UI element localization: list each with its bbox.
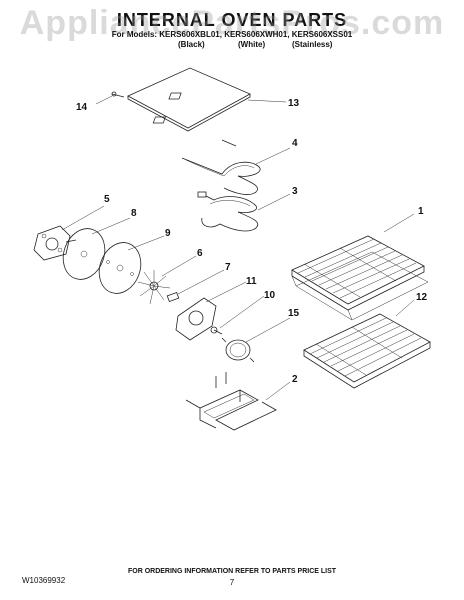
callout-2: 2 [292,374,298,385]
ordering-note: FOR ORDERING INFORMATION REFER TO PARTS … [127,568,337,575]
screw-part-10 [210,326,223,335]
baffle-part [175,297,217,341]
callout-3: 3 [292,186,298,197]
broil-element-part [181,139,261,195]
callout-8: 8 [131,208,137,219]
fan-nut-part [166,291,180,303]
gasket-part [98,242,142,294]
callout-9: 9 [165,228,171,239]
bottom-panel-part [127,67,251,132]
hidden-bake-element-part [185,372,277,431]
motor-plate-part [62,228,106,280]
page-number: 7 [229,578,235,587]
model-color-stainless: (Stainless) [292,40,333,49]
callout-4: 4 [292,138,298,149]
callout-10: 10 [264,290,276,301]
callout-labels: 14 13 4 3 5 8 9 6 7 11 10 15 1 12 2 [76,98,428,385]
callout-6: 6 [197,248,203,259]
bake-element-part [197,191,259,232]
callout-13: 13 [288,98,300,109]
convection-motor-part [33,225,77,261]
screw-part [111,91,125,98]
oven-rack-lower-part [303,313,431,389]
watermark-text: AppliancePartsPros.com [19,4,445,42]
document-number: W10369932 [22,576,66,585]
callout-12: 12 [416,292,428,303]
models-line: For Models: KERS606XBL01, KERS606XWH01, … [111,30,353,39]
callout-7: 7 [225,262,231,273]
callout-11: 11 [246,276,257,287]
callout-14: 14 [76,102,88,113]
callout-5: 5 [104,194,110,205]
element-ring-part [221,337,255,363]
oven-rack-part [291,235,429,321]
callout-15: 15 [288,308,300,319]
model-color-black: (Black) [178,40,205,49]
page-title: INTERNAL OVEN PARTS [116,10,348,30]
fan-blade-part [137,270,171,305]
model-color-white: (White) [238,40,266,49]
leader-lines [61,95,415,401]
callout-1: 1 [418,206,424,217]
